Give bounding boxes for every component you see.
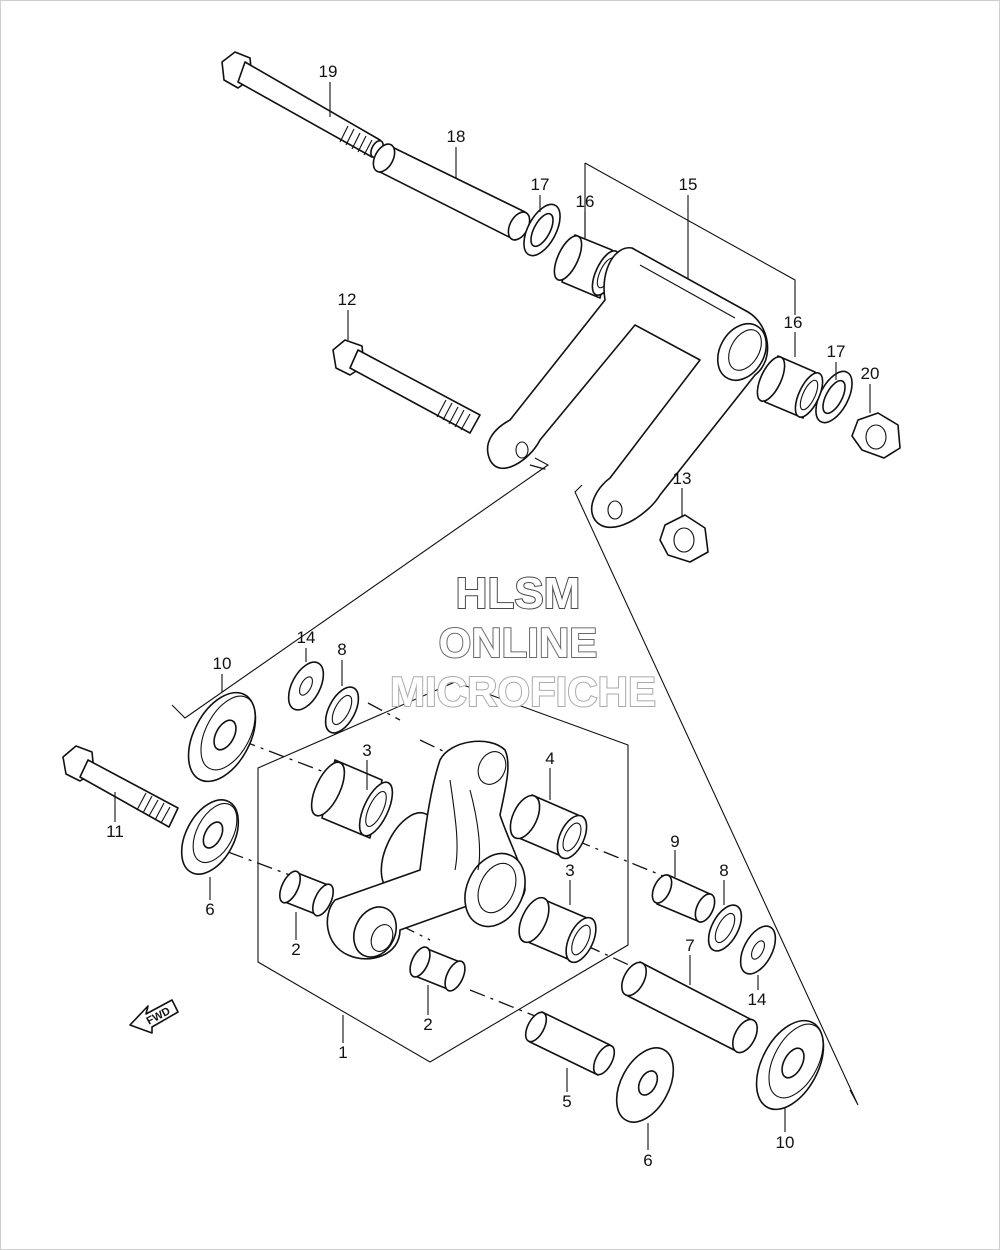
part-20-nut[interactable] [851,412,901,459]
part-3-bearing-lower[interactable] [513,893,602,967]
part-4-bearing[interactable] [504,791,592,863]
part-14-washer-lower[interactable] [733,920,782,979]
label-7: 7 [685,936,694,955]
part-19-bolt[interactable] [221,51,386,159]
label-19: 19 [319,62,338,81]
label-4: 4 [545,749,554,768]
part-9-collar[interactable] [648,872,718,925]
part-7-sleeve[interactable] [617,958,763,1056]
cushion-rod-group-outline [171,457,859,1106]
part-10-dust-seal-lower[interactable] [743,1009,838,1120]
part-6-dust-seal-lower[interactable] [605,1038,685,1131]
part-11-bolt[interactable] [62,745,179,828]
label-9: 9 [670,832,679,851]
part-2-bearing-lower[interactable] [406,944,469,994]
label-2-lower: 2 [423,1015,432,1034]
part-2-bearing-left[interactable] [276,868,338,919]
part-18-sleeve[interactable] [369,141,534,244]
part-15-cushion-rod[interactable] [486,247,776,528]
part-14-washer-upper[interactable] [281,656,330,715]
leader-lines [114,82,871,1150]
watermark-line-1: HLSM [456,569,581,618]
fwd-label: FWD [145,1005,173,1027]
label-2-left: 2 [291,940,300,959]
label-15: 15 [679,175,698,194]
label-17-lower: 17 [827,342,846,361]
forward-arrow-icon: FWD [129,999,179,1034]
label-14-lower: 14 [748,990,767,1009]
label-10-lower: 10 [776,1133,795,1152]
assembly-axis-lines [227,464,669,1021]
part-1-cushion-lever[interactable] [326,740,536,964]
part-8-seal-lower[interactable] [702,900,748,956]
callout-labels: 19 18 17 16 15 16 17 20 12 13 10 14 8 3 … [106,62,879,1170]
watermark-line-3: MICROFICHE [390,668,656,715]
label-16-lower: 16 [784,313,803,332]
part-13-nut[interactable] [659,514,709,563]
label-6-upper: 6 [205,900,214,919]
label-20: 20 [861,364,880,383]
part-16-bearing-lower[interactable] [752,353,828,421]
part-6-dust-seal-upper[interactable] [170,790,250,883]
part-16-bearing-upper[interactable] [549,232,625,299]
cushion-lever-group-outline [257,681,629,1063]
part-8-seal-upper[interactable] [319,682,365,738]
label-8-upper: 8 [337,640,346,659]
label-6-lower: 6 [643,1151,652,1170]
part-5-collar[interactable] [521,1009,618,1078]
label-10-upper: 10 [213,654,232,673]
label-3-lower: 3 [565,861,574,880]
label-8-lower: 8 [719,861,728,880]
label-14-upper: 14 [297,628,316,647]
label-1: 1 [338,1043,347,1062]
watermark-line-2: ONLINE [439,619,598,666]
label-16-upper: 16 [576,192,595,211]
label-18: 18 [447,127,466,146]
watermark: HLSM ONLINE MICROFICHE [389,568,657,716]
part-12-bolt[interactable] [332,339,481,434]
label-3-upper: 3 [362,741,371,760]
part-10-dust-seal-upper[interactable] [175,681,270,792]
label-12: 12 [338,290,357,309]
label-13: 13 [673,469,692,488]
label-17-upper: 17 [531,175,550,194]
label-11: 11 [106,822,124,841]
part-17-seal-upper[interactable] [516,199,567,262]
label-5: 5 [562,1092,571,1111]
